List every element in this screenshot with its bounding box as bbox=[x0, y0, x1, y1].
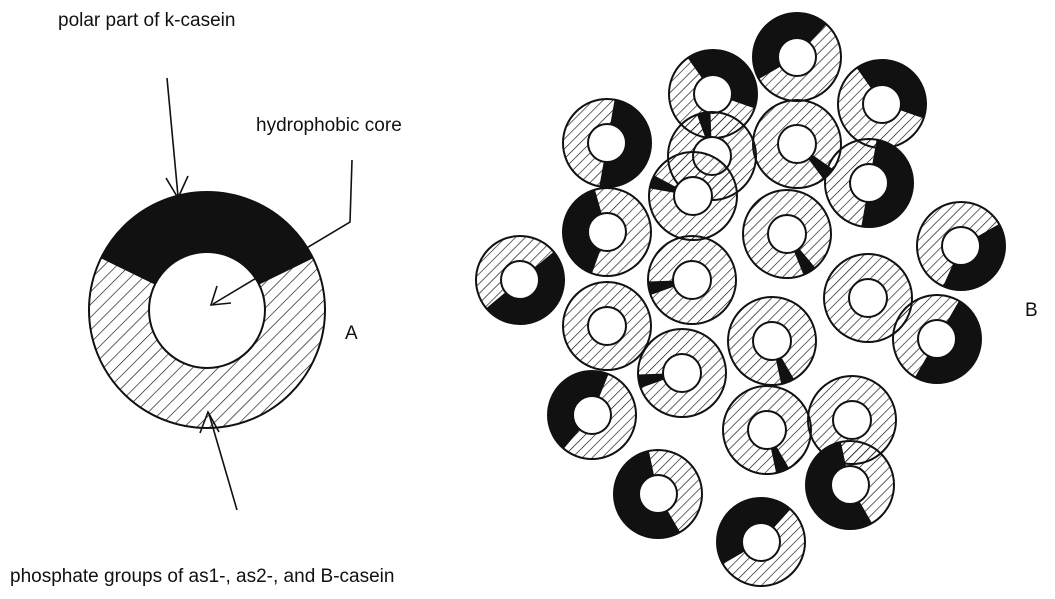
submicelle-core bbox=[831, 466, 869, 504]
micelle-cluster bbox=[476, 13, 1005, 586]
submicelle-core bbox=[588, 124, 626, 162]
submicelle bbox=[548, 371, 636, 459]
submicelle-core bbox=[778, 38, 816, 76]
submicelle bbox=[638, 329, 726, 417]
submicelle-hydrophobic-core bbox=[149, 252, 265, 368]
submicelle bbox=[723, 386, 811, 474]
submicelle-core bbox=[918, 320, 956, 358]
submicelle bbox=[563, 282, 651, 370]
submicelle-core bbox=[849, 279, 887, 317]
submicelle-core bbox=[742, 523, 780, 561]
submicelle-core bbox=[942, 227, 980, 265]
submicelle-core bbox=[673, 261, 711, 299]
submicelle bbox=[917, 202, 1005, 290]
submicelle-core bbox=[768, 215, 806, 253]
submicelle-core bbox=[588, 213, 626, 251]
submicelle bbox=[717, 498, 805, 586]
submicelle-core bbox=[863, 85, 901, 123]
submicelle bbox=[476, 236, 564, 324]
submicelle-core bbox=[639, 475, 677, 513]
submicelle-core bbox=[663, 354, 701, 392]
submicelle bbox=[753, 13, 841, 101]
polar-part-arrow bbox=[167, 78, 178, 196]
submicelle-core bbox=[573, 396, 611, 434]
submicelle bbox=[806, 441, 894, 529]
submicelle bbox=[563, 99, 651, 187]
submicelle bbox=[838, 60, 926, 148]
submicelle-core bbox=[501, 261, 539, 299]
submicelle bbox=[614, 450, 702, 538]
submicelle-core bbox=[753, 322, 791, 360]
submicelle bbox=[648, 236, 736, 324]
submicelle bbox=[563, 188, 651, 276]
submicelle-detail bbox=[89, 192, 325, 428]
submicelle-core bbox=[778, 125, 816, 163]
submicelle-core bbox=[748, 411, 786, 449]
submicelle bbox=[649, 152, 737, 240]
submicelle bbox=[743, 190, 831, 278]
submicelle-core bbox=[833, 401, 871, 439]
submicelle-core bbox=[850, 164, 888, 202]
submicelle bbox=[893, 295, 981, 383]
submicelle bbox=[728, 297, 816, 385]
phosphate-groups-arrow bbox=[209, 414, 237, 510]
submicelle-core bbox=[674, 177, 712, 215]
submicelle-core bbox=[588, 307, 626, 345]
submicelle bbox=[825, 139, 913, 227]
submicelle-core bbox=[694, 75, 732, 113]
